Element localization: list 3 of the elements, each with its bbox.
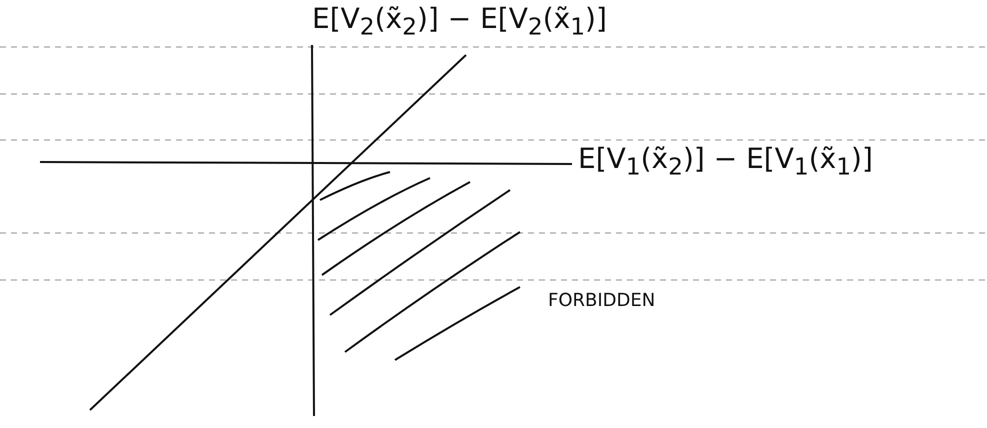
axis-label: E[V$_{1}$(x̃$_{2}$)] − E[V$_{1}$(x̃$_{1}$)] [578, 142, 873, 181]
axis-label: E[V$_{2}$(x̃$_{2}$)] − E[V$_{2}$(x̃$_{1}$)] [312, 2, 607, 41]
region-label: FORBIDDEN [548, 290, 656, 311]
